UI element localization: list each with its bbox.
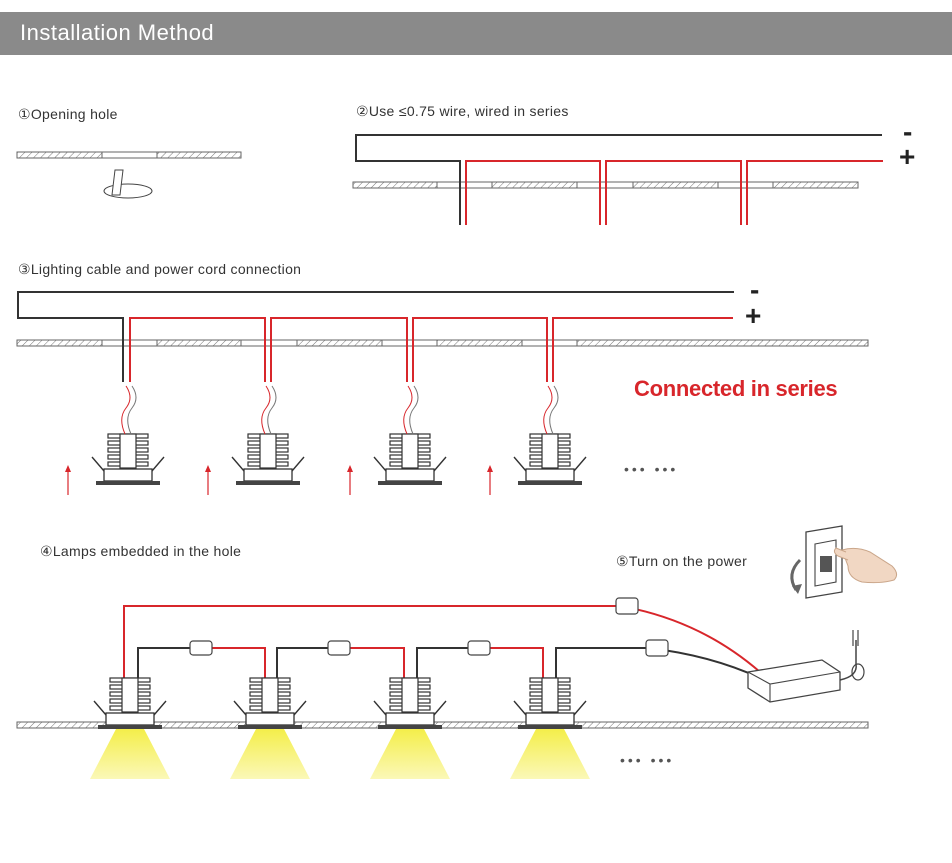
power-switch-icon (790, 525, 843, 599)
light-beam (90, 729, 170, 779)
continuation-dots: ••• ••• (620, 752, 675, 768)
step-3-lamps (65, 385, 587, 495)
connected-in-series-callout: Connected in series (634, 376, 838, 401)
step-4-label: ④Lamps embedded in the hole (40, 543, 242, 559)
downlight-lamp-icon (373, 677, 447, 729)
step-1-label: ①Opening hole (18, 106, 118, 122)
step-4-ceiling (16, 721, 869, 729)
downlight-lamp-icon (513, 677, 587, 729)
positive-sign: + (899, 141, 916, 172)
step-3-ceiling (16, 339, 869, 347)
downlight-lamp-icon (487, 385, 587, 495)
step-1-ceiling (16, 151, 242, 159)
step-2-label: ②Use ≤0.75 wire, wired in series (356, 103, 569, 119)
step-2-wires (355, 134, 883, 225)
hole-saw-icon (103, 169, 153, 199)
page-title: Installation Method (20, 20, 215, 45)
step-3-wires (17, 291, 734, 382)
step-4-lamps (90, 677, 590, 779)
downlight-lamp-icon (233, 677, 307, 729)
wire-connector (189, 597, 669, 657)
step-5-label: ⑤Turn on the power (616, 553, 748, 569)
header-bar: Installation Method (0, 12, 952, 55)
step-3-label: ③Lighting cable and power cord connectio… (18, 261, 302, 277)
downlight-lamp-icon (65, 385, 165, 495)
light-beam (370, 729, 450, 779)
continuation-dots: ••• ••• (624, 461, 679, 477)
step-2-ceiling (352, 181, 859, 189)
negative-sign: - (750, 274, 760, 305)
downlight-lamp-icon (205, 385, 305, 495)
hand-icon (833, 547, 898, 584)
led-driver-icon (747, 630, 865, 703)
light-beam (230, 729, 310, 779)
downlight-lamp-icon (93, 677, 167, 729)
negative-sign: - (903, 116, 913, 147)
downlight-lamp-icon (347, 385, 447, 495)
positive-sign: + (745, 300, 762, 331)
light-beam (510, 729, 590, 779)
